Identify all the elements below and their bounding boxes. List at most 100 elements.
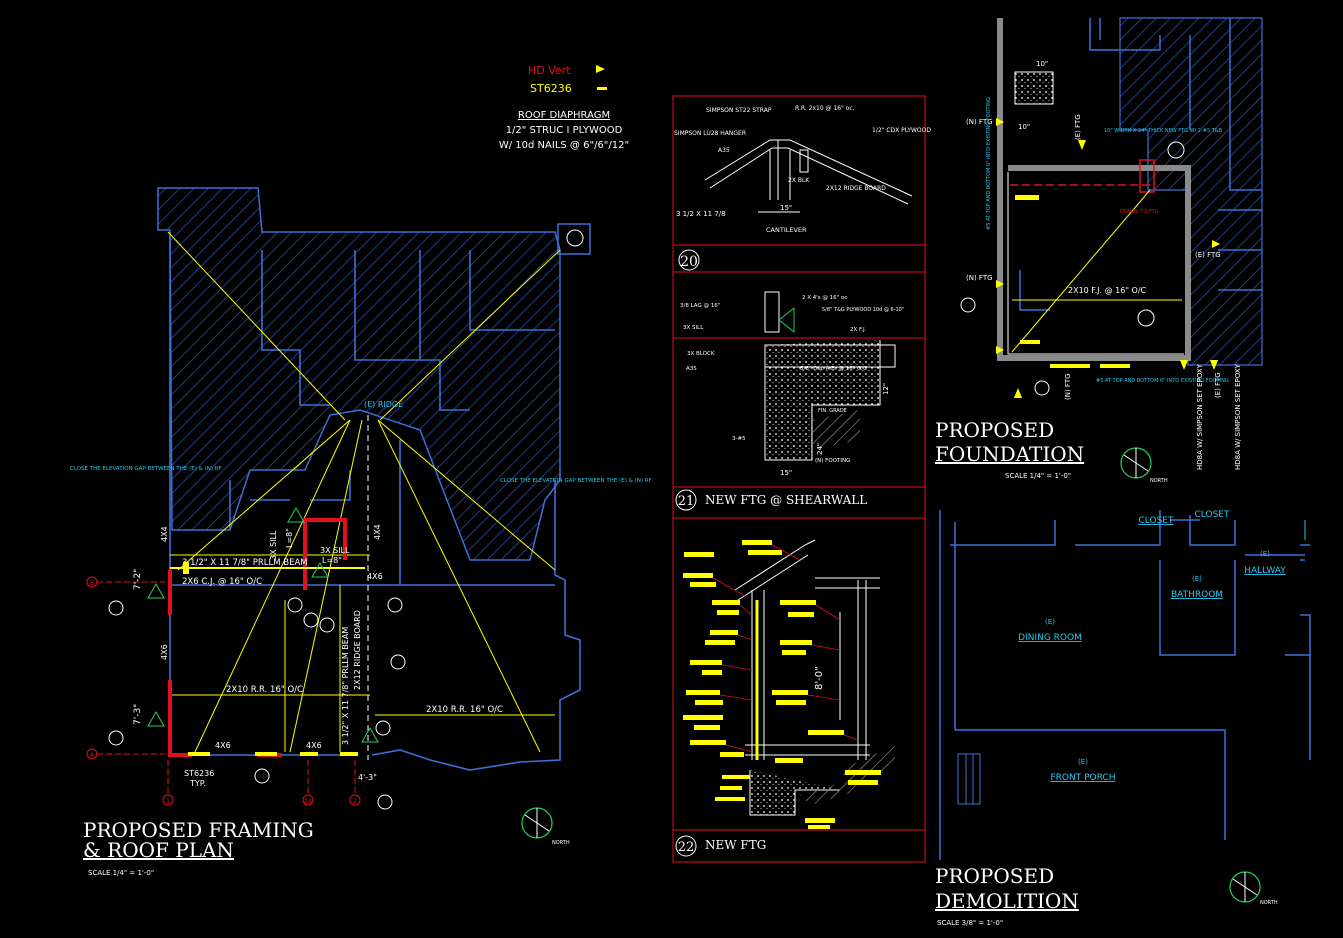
demolition-walls — [939, 510, 1311, 860]
d22-number-bubble — [675, 835, 697, 857]
framing-title-line2: & ROOF PLAN — [83, 838, 234, 862]
demo-bathroom: BATHROOM — [1171, 590, 1223, 600]
chimney — [557, 223, 591, 255]
prllm-vertical-label: 3 1/2" X 11 7/8" PRLLM BEAM — [341, 627, 350, 745]
d20-blk: 2X BLK — [788, 177, 810, 184]
fdn-epoxy-note-2: #5 AT TOP AND BOTTOM 6" INTO EXISTING FO… — [1096, 378, 1229, 384]
d21-number-bubble — [675, 489, 697, 511]
demo-closet-2: CLOSET — [1195, 510, 1230, 520]
fdn-dim10-b: 10" — [1018, 123, 1030, 131]
d21-fj: 2X F.J. — [850, 327, 867, 333]
framing-title-line1: PROPOSED FRAMING — [83, 818, 314, 842]
d21-ply: 5/8" T&G PLYWOOD 10d @ 6-10" — [822, 307, 904, 313]
fdn-nftg-2: (N) FTG — [966, 274, 993, 282]
grid-b: B — [90, 580, 94, 587]
d21-sill: 3X SILL — [683, 325, 704, 331]
d22-callout-blocks — [683, 540, 881, 829]
d21-title: NEW FTG @ SHEARWALL — [705, 493, 867, 507]
demo-dining: DINING ROOM — [1018, 633, 1082, 643]
fdn-eftg-1: (E) FTG — [1074, 114, 1082, 140]
st-typ-label-2: TYP. — [189, 779, 206, 788]
foundation-callouts — [960, 141, 1185, 396]
d20-a35: A35 — [718, 147, 730, 154]
d20-cantilever: CANTILEVER — [766, 226, 807, 234]
grid-2: 2 — [353, 798, 357, 805]
foundation-title-line2: FOUNDATION — [935, 442, 1084, 466]
roof-note-line1: 1/2" STRUC I PLYWOOD — [506, 125, 623, 136]
gap-note-right: CLOSE THE ELEVATION GAP BETWEEN THE (E) … — [500, 478, 652, 484]
post-label-6: 4X4 — [373, 524, 382, 540]
d20-number: 20 — [680, 254, 698, 270]
demolition-title-line2: DEMOLITION — [935, 889, 1079, 913]
demo-porch-e: (E) — [1078, 758, 1088, 766]
demo-hallway-e: (E) — [1260, 550, 1270, 558]
rafter-label-2: 2X10 R.R. 16" O/C — [426, 705, 503, 715]
d21-footing: (N) FOOTING — [815, 458, 850, 464]
gap-note-left: CLOSE THE ELEVATION GAP BETWEEN THE (E) … — [70, 466, 222, 472]
d20-number-bubble — [678, 249, 700, 271]
grid-a: A — [90, 752, 95, 759]
demolition-title-line1: PROPOSED — [935, 864, 1054, 888]
st-typ-label-1: ST6236 — [184, 769, 214, 778]
post-label-5: 4X4 — [160, 526, 169, 542]
d21-block: 3X BLOCK — [687, 351, 715, 357]
roof-note-title: ROOF DIAPHRAGM — [518, 110, 610, 121]
foundation-plan: (N) FTG (N) FTG (N) FTG (E) FTG (E) FTG … — [935, 17, 1263, 484]
rafter-label-1: 2X10 R.R. 16" O/C — [226, 685, 303, 695]
sill1b-label: L=8" — [285, 528, 294, 548]
dim-label-1: 7'-2" — [133, 569, 143, 590]
d21-grade-hatch — [812, 410, 860, 450]
d21-bars: 3-#5 — [732, 436, 746, 442]
fdn-fj: 2X10 F.J. @ 16" O/C — [1068, 286, 1147, 295]
post-label-2: 4X6 — [215, 741, 231, 750]
existing-roof-hatch — [157, 187, 561, 561]
demo-hallway: HALLWAY — [1244, 566, 1286, 576]
foundation-north-arrow: NORTH — [1120, 447, 1168, 484]
foundation-scale: SCALE 1/4" = 1'-0" — [1005, 472, 1071, 480]
detail-20-frame — [672, 95, 926, 273]
framing-north-label: NORTH — [552, 840, 570, 846]
framing-north-arrow: NORTH — [521, 807, 570, 846]
framing-scale: SCALE 1/4" = 1'-0" — [88, 869, 154, 877]
ridge-label: (E) RIDGE — [364, 400, 403, 409]
dim-label-2: 7'-3" — [133, 704, 143, 725]
d22-number: 22 — [678, 840, 695, 855]
post-label-3: 4X6 — [306, 741, 322, 750]
demo-closet: CLOSET — [1139, 516, 1174, 526]
grid-bubbles — [86, 576, 361, 806]
d22-section — [734, 539, 880, 760]
d21-number: 21 — [678, 494, 695, 509]
d21-a35: A35 — [686, 366, 697, 372]
strap-markers — [183, 562, 358, 756]
framing-plan: (E) RIDGE 3 1/2" X 11 7/8" PRLLM BEAM 2X… — [70, 187, 652, 877]
grid-2a: 2A — [304, 798, 313, 805]
d21-ab: 5/8" Dia. A.B. @ 16" O/C — [800, 366, 867, 372]
fdn-nftg-1: (N) FTG — [966, 118, 993, 126]
d22-title: NEW FTG — [705, 838, 766, 852]
legend-st6236-label: ST6236 — [530, 82, 572, 95]
sill1-label: 3X SILL — [269, 530, 278, 560]
detail-22: 8'-0" 22 NEW FTG — [672, 517, 926, 863]
post-label-4: 4X6 — [160, 644, 169, 660]
d20-hanger: SIMPSON LU28 HANGER — [674, 130, 746, 137]
foundation-grey-walls — [997, 18, 1191, 361]
foundation-title-line1: PROPOSED — [935, 418, 1054, 442]
post-label-1: 4X6 — [367, 572, 383, 581]
st6236-symbol — [597, 87, 607, 90]
fdn-dim10-a: 10" — [1036, 60, 1048, 68]
foundation-north-label: NORTH — [1150, 478, 1168, 484]
d21-dim-w: 15" — [780, 469, 792, 477]
shearwall-markers — [147, 506, 379, 743]
fdn-epoxy-note: #5 AT TOP AND BOTTOM 6" INTO EXISTING FO… — [986, 97, 992, 230]
legend-hd-vert-label: HD Vert — [528, 64, 571, 77]
demolition-stair — [957, 753, 981, 805]
sill2-label: 3X SILL — [320, 546, 350, 555]
d21-shear-marker — [778, 306, 795, 334]
fdn-note-1: 10" WIDTH X 24" THICK NEW FTG W/ 2-#5 T&… — [1104, 128, 1223, 134]
foundation-blue-walls — [1019, 18, 1262, 311]
roof-note-line2: W/ 10d NAILS @ 6"/6"/12" — [499, 140, 629, 151]
demolition-north-label: NORTH — [1260, 900, 1278, 906]
d20-dim: 15" — [780, 204, 792, 212]
chimney-vent-icon — [566, 229, 584, 247]
